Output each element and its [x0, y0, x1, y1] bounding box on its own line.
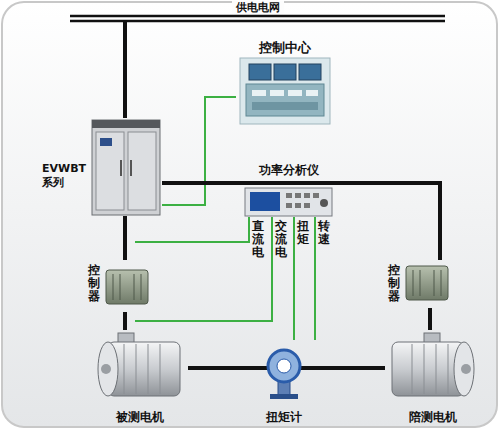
- grid-bus: [70, 15, 445, 18]
- grid-bus: [70, 20, 445, 23]
- signal-wire: [135, 217, 272, 321]
- node-label: 控制器: [88, 264, 100, 304]
- signal-wire: [135, 217, 249, 242]
- cabinet-picture: [92, 120, 160, 215]
- node-label: 陪测电机: [409, 410, 457, 424]
- node-label: EVWBT 系列: [42, 162, 88, 190]
- connector: [162, 183, 440, 260]
- control-center: 控制中心: [236, 40, 334, 128]
- signal-label: 扭矩: [297, 220, 309, 246]
- power-analyzer: 功率分析仪: [243, 163, 335, 217]
- test-cabinet: EVWBT 系列: [42, 118, 162, 216]
- load-motor: 陪测电机: [385, 330, 481, 424]
- torque-meter-picture: [246, 350, 322, 399]
- connector: [428, 308, 432, 330]
- power-grid-bus: 供电电网: [70, 1, 445, 22]
- motor-picture: [98, 333, 180, 396]
- node-label: 功率分析仪: [259, 163, 319, 177]
- controller-picture: [406, 266, 448, 300]
- node-label: 供电电网: [232, 1, 284, 14]
- signal-label: 交流电: [275, 220, 287, 260]
- analyzer-picture: [245, 188, 332, 216]
- connector: [123, 216, 127, 260]
- node-label: 控制器: [388, 264, 400, 304]
- signal-label: 直流电: [252, 220, 264, 260]
- connector: [320, 366, 385, 370]
- controller: 控制器: [386, 260, 452, 308]
- connector: [162, 97, 236, 205]
- connector: [293, 217, 295, 340]
- connector: [123, 22, 127, 118]
- controller-picture: [106, 270, 148, 304]
- motor-picture: [392, 333, 474, 396]
- control-center-picture: [240, 58, 330, 124]
- node-label: 控制中心: [259, 40, 311, 55]
- connector: [123, 312, 127, 330]
- torque-meter: 扭矩计: [248, 340, 320, 424]
- node-label: 扭矩计: [266, 410, 302, 424]
- connector: [314, 217, 316, 340]
- connector: [188, 366, 248, 370]
- node-label: 被测电机: [116, 410, 164, 424]
- controller: 控制器: [86, 260, 152, 312]
- signal-label: 转速: [318, 220, 330, 246]
- motor-under-test: 被测电机: [92, 330, 188, 424]
